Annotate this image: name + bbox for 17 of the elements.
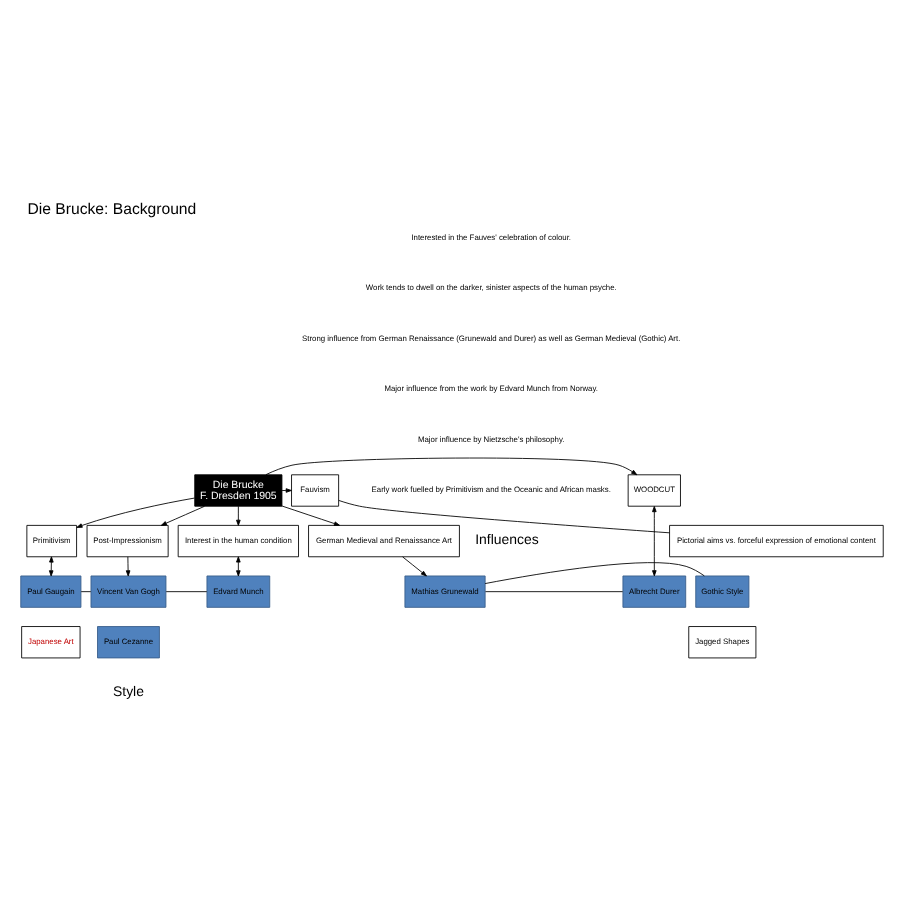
arrow <box>236 555 241 576</box>
connector <box>165 590 208 592</box>
diagram-title: Die Brucke: Background <box>27 198 197 217</box>
connector <box>80 590 92 592</box>
arrow <box>402 555 427 576</box>
connector <box>338 499 670 533</box>
connector <box>484 561 705 583</box>
arrow <box>160 504 205 525</box>
arrow <box>265 456 638 475</box>
arrow <box>652 505 657 576</box>
arrow <box>236 504 241 525</box>
arrow <box>281 504 340 525</box>
arrow <box>76 496 195 527</box>
arrow <box>281 487 292 492</box>
connector <box>485 590 624 592</box>
arrow <box>48 555 54 576</box>
arrow <box>125 555 131 576</box>
